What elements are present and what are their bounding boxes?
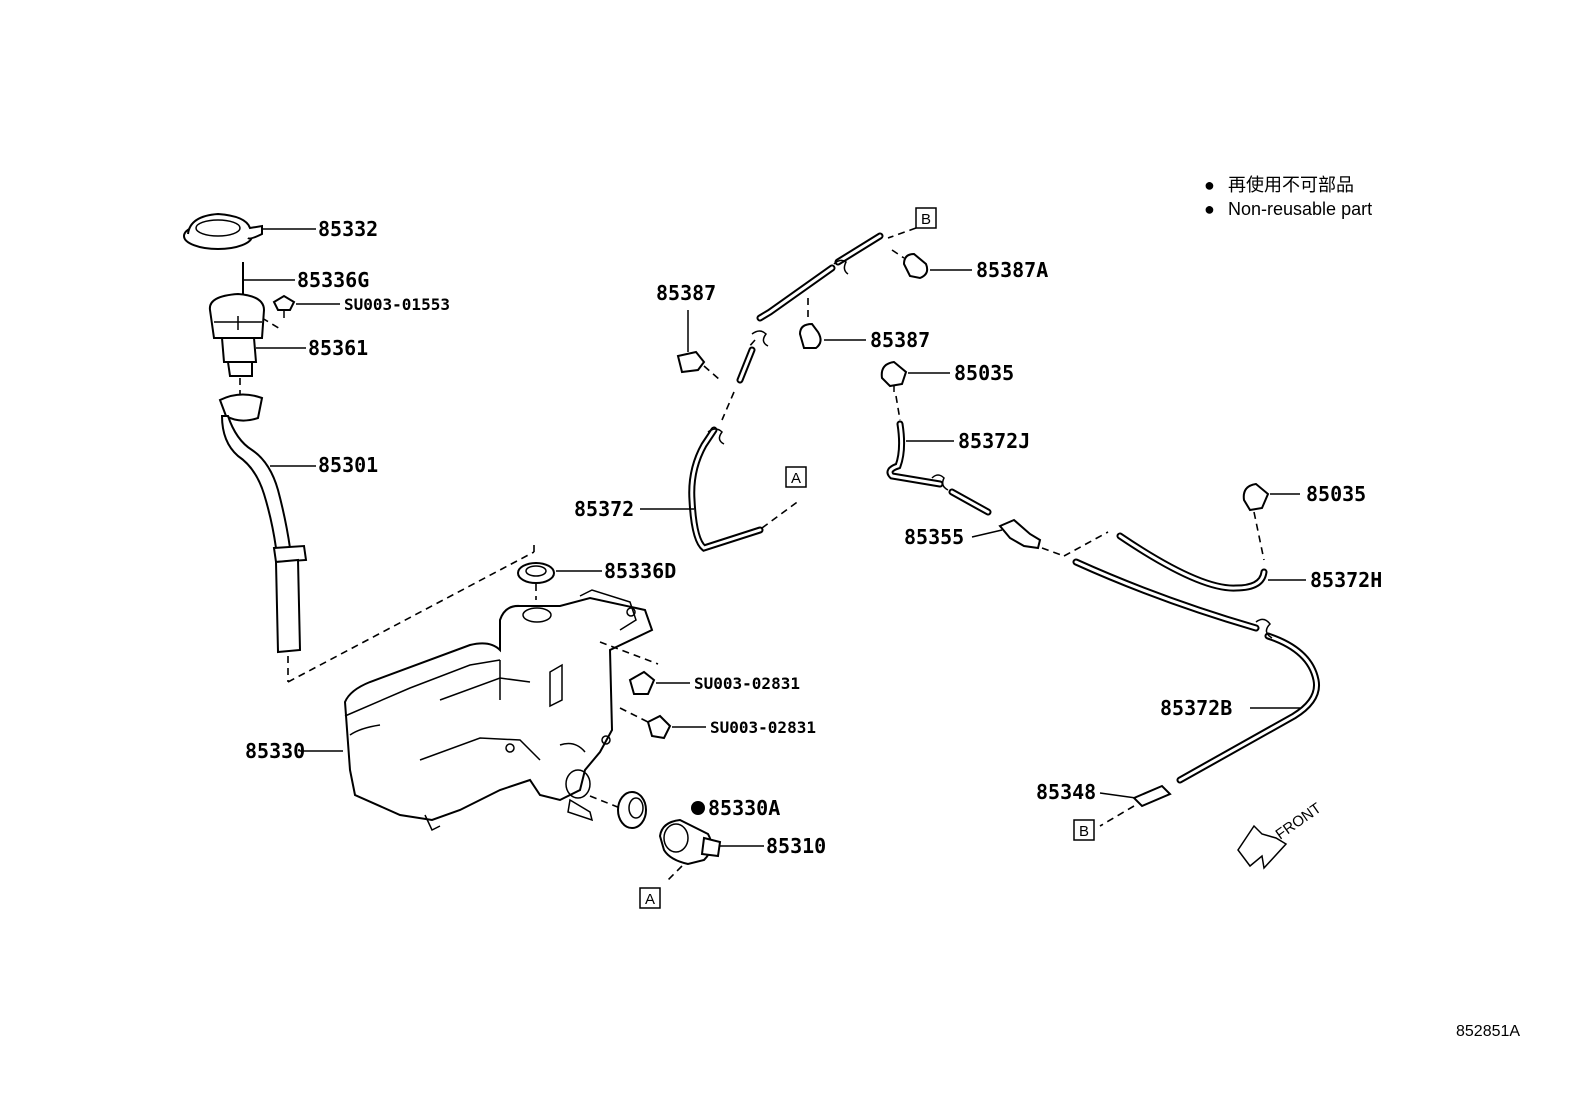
label-su003-02831-a: SU003-02831 xyxy=(694,674,800,693)
grommet-85330A xyxy=(617,791,705,829)
cap-85332 xyxy=(183,212,316,250)
legend-text-jp: 再使用不可部品 xyxy=(1228,175,1354,195)
front-label: FRONT xyxy=(1273,800,1325,844)
label-85355: 85355 xyxy=(904,525,964,549)
ref-a-top-label: A xyxy=(791,470,801,487)
ref-box-a-top: A xyxy=(785,466,807,488)
label-85336D: 85336D xyxy=(604,559,676,583)
hose-85372H xyxy=(1116,532,1306,592)
label-85348: 85348 xyxy=(1036,780,1096,804)
washer-tank-85330 xyxy=(300,589,654,832)
label-85387-b: 85387 xyxy=(870,328,930,352)
label-su003-01553: SU003-01553 xyxy=(344,295,450,314)
pipe-to-tank-guide xyxy=(287,545,535,683)
level-gauge-85336G xyxy=(242,262,295,300)
label-85336G: 85336G xyxy=(297,268,369,292)
clamp-85387-left xyxy=(676,310,721,381)
hose-85372 xyxy=(640,232,884,552)
ref-b-bottom-label: B xyxy=(1079,823,1089,840)
washer-pump-85310 xyxy=(658,818,764,883)
clamp-85387A xyxy=(891,249,972,280)
nozzle-85035-right xyxy=(1242,482,1300,561)
tank-guides xyxy=(589,641,659,809)
label-85310: 85310 xyxy=(766,834,826,858)
check-valve-85355 xyxy=(971,518,1109,557)
label-85332: 85332 xyxy=(318,217,378,241)
hose-85372B xyxy=(1072,558,1321,784)
screw-su003-02831-b xyxy=(646,714,706,740)
label-su003-02831-b: SU003-02831 xyxy=(710,718,816,737)
label-85330A: 85330A xyxy=(708,796,780,820)
label-85035-a: 85035 xyxy=(954,361,1014,385)
label-85372J: 85372J xyxy=(958,429,1030,453)
grommet-85336D xyxy=(517,562,602,600)
ref-b-top-label: B xyxy=(921,211,931,228)
ref-box-a-bottom: A xyxy=(639,887,661,909)
legend: ● 再使用不可部品 ● Non-reusable part xyxy=(1204,175,1372,219)
hose-85372J xyxy=(886,420,992,516)
clip-su003-01553 xyxy=(261,294,340,331)
ref-a-bottom-label: A xyxy=(645,891,655,908)
label-85372H: 85372H xyxy=(1310,568,1382,592)
front-arrow: FRONT xyxy=(1237,800,1325,870)
legend-bullet-en: ● xyxy=(1204,199,1215,219)
label-85035-b: 85035 xyxy=(1306,482,1366,506)
nozzle-85035-upper xyxy=(880,360,950,421)
ref-box-b-top: B xyxy=(887,207,937,239)
label-85387A: 85387A xyxy=(976,258,1048,282)
label-85330: 85330 xyxy=(245,739,305,763)
clamp-85387-right xyxy=(798,298,866,349)
legend-bullet-jp: ● xyxy=(1204,175,1215,195)
joint-85348 xyxy=(1099,784,1172,827)
label-85372B: 85372B xyxy=(1160,696,1232,720)
label-85361: 85361 xyxy=(308,336,368,360)
filler-pipe-85301 xyxy=(218,378,316,654)
drawing-code: 852851A xyxy=(1456,1023,1520,1040)
label-85301: 85301 xyxy=(318,453,378,477)
label-85372: 85372 xyxy=(574,497,634,521)
ref-box-b-bottom: B xyxy=(1073,819,1095,841)
label-85387-a: 85387 xyxy=(656,281,716,305)
filler-inlet-85361 xyxy=(208,292,306,377)
legend-text-en: Non-reusable part xyxy=(1228,199,1372,219)
screw-su003-02831-a xyxy=(628,670,690,695)
